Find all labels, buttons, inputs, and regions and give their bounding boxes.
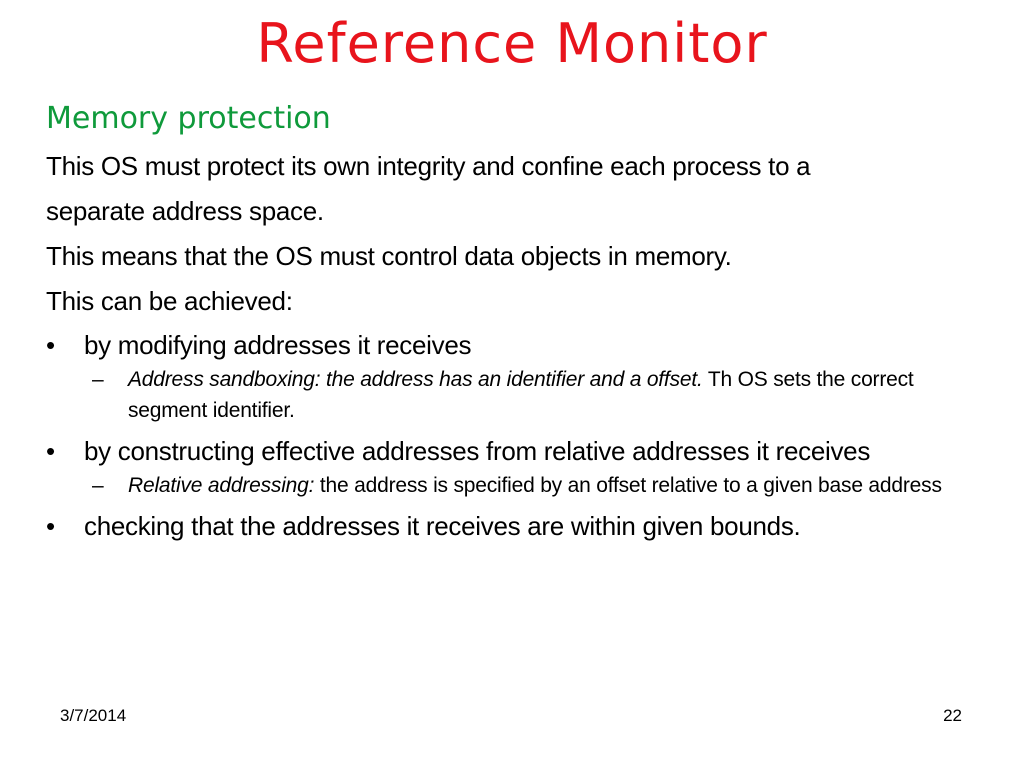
bullet-mark: • [46,330,55,360]
sub-bullet-text: Th OS sets the correct segment identifie… [128,368,914,422]
bullet-item: • by modifying addresses it receives [46,326,986,364]
bullet-item: • by constructing effective addresses fr… [46,432,986,470]
slide-title: Reference Monitor [256,12,768,75]
slide-subheading: Memory protection [46,101,331,136]
sub-bullet-item: – Relative addressing: the address is sp… [46,470,986,501]
footer-date: 3/7/2014 [60,706,127,725]
body-paragraph: This means that the OS must control data… [46,241,732,271]
body-paragraph: This OS must protect its own integrity a… [46,151,811,181]
page-number: 22 [943,706,962,725]
sub-bullet-italic-text: Address sandboxing: the address has an i… [128,368,703,391]
slide-content: Memory protection This OS must protect i… [46,98,986,545]
body-paragraph: This can be achieved: [46,286,293,316]
sub-bullet-dash: – [92,474,104,497]
sub-bullet-dash: – [92,368,104,391]
body-paragraph: separate address space. [46,196,324,226]
bullet-mark: • [46,511,55,541]
bullet-text: by modifying addresses it receives [84,330,472,360]
sub-bullet-text: the address is specified by an offset re… [314,474,942,497]
bullet-text: checking that the addresses it receives … [84,511,801,541]
bullet-item: • checking that the addresses it receive… [46,507,986,545]
sub-bullet-italic-text: Relative addressing: [128,474,315,497]
bullet-mark: • [46,436,55,466]
sub-bullet-item: – Address sandboxing: the address has an… [46,364,986,426]
bullet-text: by constructing effective addresses from… [84,436,871,466]
